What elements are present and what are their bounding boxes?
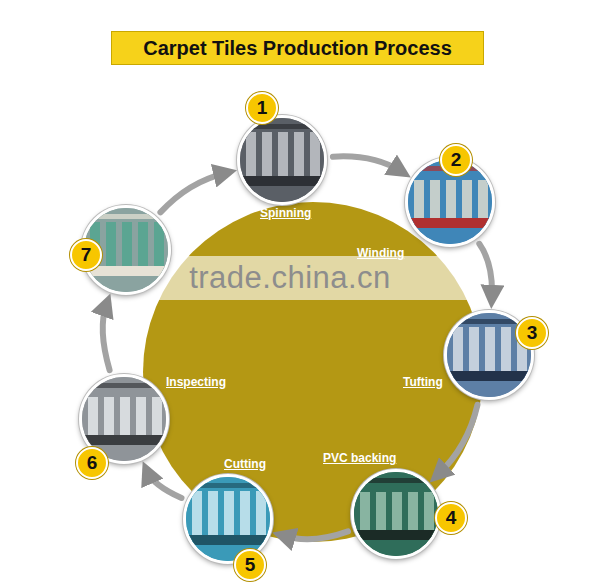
machine-part [138,222,148,266]
process-step: 4PVC backing [351,469,441,559]
flow-arrow [160,173,226,213]
machine-rail [244,124,320,129]
machine-bed [447,371,531,381]
step-label: Inspecting [166,375,226,389]
machine-bed [408,218,492,228]
machine-part [462,180,472,224]
machine-rail [88,214,164,219]
machine-part [152,397,162,441]
machine-part [360,492,370,536]
flow-arrow [283,531,349,539]
machine-part [478,180,488,224]
flow-arrow [479,244,492,298]
machine-part [104,397,114,441]
machine-part [192,491,202,535]
machine-bed [354,530,438,540]
process-step: 5Cutting [183,474,273,564]
machine-part [430,180,440,224]
step-label: Spinning [260,206,311,220]
machine-bed [84,266,168,276]
machine-part [256,491,266,535]
callout-number: 2 [440,144,472,176]
flow-arrow [103,304,110,371]
photo-frame [354,472,438,556]
step-label: Winding [357,246,404,260]
process-step: 7 [81,205,171,295]
machine-part [414,180,424,224]
flow-arrow [333,156,402,171]
flow-arrow [438,405,478,475]
machine-part [224,491,234,535]
machine-part [424,492,434,536]
step-photo [240,118,324,202]
machine-rail [86,383,162,388]
step-label: Cutting [224,457,266,471]
machine-bed [82,435,166,445]
title-banner: Carpet Tiles Production Process [111,31,484,65]
machine-part [446,180,456,224]
machine-bed [240,176,324,186]
machine-rail [358,478,434,483]
machine-part [240,491,250,535]
machine-part [120,397,130,441]
process-step: 3Tufting [444,310,534,400]
callout-number: 7 [70,239,102,271]
machine-rail [451,319,527,324]
machine-part [310,132,320,176]
machine-part [208,491,218,535]
machine-part [294,132,304,176]
process-step: 2Winding [405,157,495,247]
step-photo [186,477,270,561]
step-photo [354,472,438,556]
machine-part [106,222,116,266]
machine-part [278,132,288,176]
photo-ground [240,118,324,202]
process-step: 1Spinning [237,115,327,205]
machine-part [469,327,479,371]
machine-part [154,222,164,266]
photo-ground [354,472,438,556]
machine-part [246,132,256,176]
machine-part [262,132,272,176]
callout-number: 5 [234,549,266,581]
watermark: trade.china.cn [70,256,510,300]
callout-number: 1 [246,92,278,124]
machine-rail [190,483,266,488]
machine-part [122,222,132,266]
machine-part [501,327,511,371]
photo-frame [186,477,270,561]
machine-part [136,397,146,441]
machine-part [453,327,463,371]
callout-number: 6 [76,447,108,479]
machine-part [88,397,98,441]
process-step: 6Inspecting [79,374,169,464]
machine-bed [186,535,270,545]
photo-frame [240,118,324,202]
machine-part [376,492,386,536]
callout-number: 3 [516,317,548,349]
callout-number: 4 [435,502,467,534]
machine-part [392,492,402,536]
photo-ground [186,477,270,561]
step-label: PVC backing [323,451,396,465]
step-label: Tufting [403,375,443,389]
machine-part [408,492,418,536]
machine-part [485,327,495,371]
flow-arrow [147,471,182,498]
